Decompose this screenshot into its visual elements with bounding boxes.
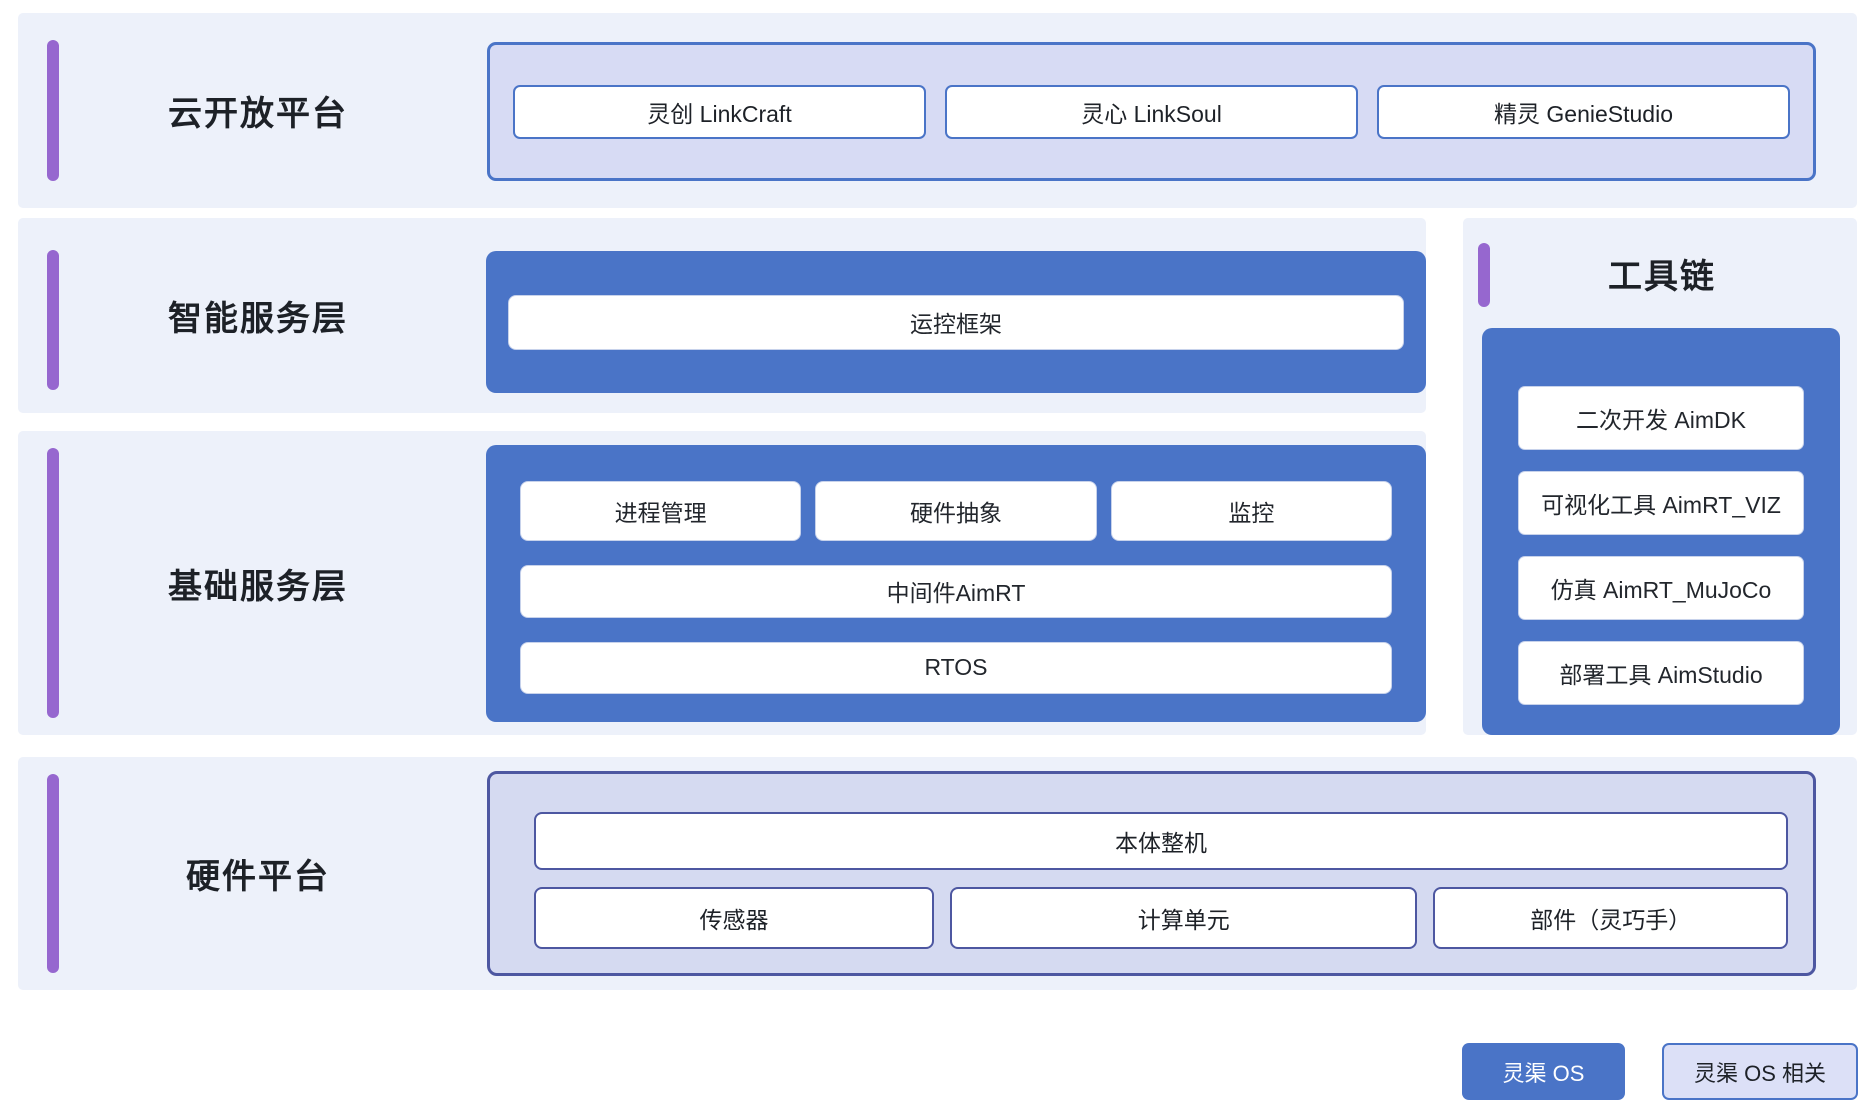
layer-hardware-platform: 硬件平台 本体整机 传感器 计算单元 部件（灵巧手） [18,757,1857,990]
layer-label-zone: 基础服务层 [78,431,438,735]
node-aimdk: 二次开发 AimDK [1518,386,1804,450]
layer-label-zone: 云开放平台 [78,13,438,208]
foundation-top-row: 进程管理 硬件抽象 监控 [520,481,1392,541]
hardware-bottom-row: 传感器 计算单元 部件（灵巧手） [534,887,1789,949]
layer-title-toolchain: 工具链 [1608,257,1716,296]
purple-accent-bar [47,250,59,390]
node-geniestudio: 精灵 GenieStudio [1377,84,1790,139]
node-motion-control-framework: 运控框架 [508,294,1404,350]
legend-lingqu-os-related: 灵渠 OS 相关 [1662,1043,1858,1100]
layer-intelligent-service: 智能服务层 运控框架 [18,218,1426,413]
purple-accent-bar [47,774,59,973]
layer-title-hardware: 硬件平台 [186,858,330,896]
layer-title-foundation: 基础服务层 [168,567,348,606]
intelligent-service-block: 运控框架 [486,251,1426,393]
node-aimstudio: 部署工具 AimStudio [1518,641,1804,705]
node-whole-robot: 本体整机 [534,812,1788,870]
purple-accent-bar [47,40,59,181]
layer-title-cloud: 云开放平台 [168,95,348,133]
node-aimrt-mujoco: 仿真 AimRT_MuJoCo [1518,556,1804,620]
node-middleware-aimrt: 中间件AimRT [520,565,1392,618]
layer-toolchain: 工具链 二次开发 AimDK 可视化工具 AimRT_VIZ 仿真 AimRT_… [1463,218,1857,735]
layer-cloud-platform: 云开放平台 灵创 LinkCraft 灵心 LinkSoul 精灵 GenieS… [18,13,1857,208]
node-rtos: RTOS [520,641,1392,694]
layer-title-intelligent: 智能服务层 [168,300,348,338]
hardware-platform-container: 本体整机 传感器 计算单元 部件（灵巧手） [487,771,1816,976]
node-sensors: 传感器 [534,887,935,949]
purple-accent-bar [1478,243,1490,307]
node-components-dexterous-hand: 部件（灵巧手） [1433,887,1789,949]
layer-label-zone: 智能服务层 [78,218,438,413]
purple-accent-bar [47,448,59,718]
foundation-service-block: 进程管理 硬件抽象 监控 中间件AimRT RTOS [486,445,1426,722]
toolchain-block: 二次开发 AimDK 可视化工具 AimRT_VIZ 仿真 AimRT_MuJo… [1482,328,1840,735]
layer-label-zone: 工具链 [1497,218,1827,328]
layer-label-zone: 硬件平台 [78,757,438,990]
node-monitoring: 监控 [1110,481,1392,541]
node-compute-unit: 计算单元 [950,887,1418,949]
node-hardware-abstraction: 硬件抽象 [815,481,1097,541]
node-process-management: 进程管理 [520,481,802,541]
node-linkcraft: 灵创 LinkCraft [513,84,926,139]
node-aimrt-viz: 可视化工具 AimRT_VIZ [1518,471,1804,535]
node-linksoul: 灵心 LinkSoul [945,84,1358,139]
legend-lingqu-os: 灵渠 OS [1462,1043,1625,1100]
layer-foundation-service: 基础服务层 进程管理 硬件抽象 监控 中间件AimRT RTOS [18,431,1426,735]
cloud-platform-container: 灵创 LinkCraft 灵心 LinkSoul 精灵 GenieStudio [487,42,1816,181]
